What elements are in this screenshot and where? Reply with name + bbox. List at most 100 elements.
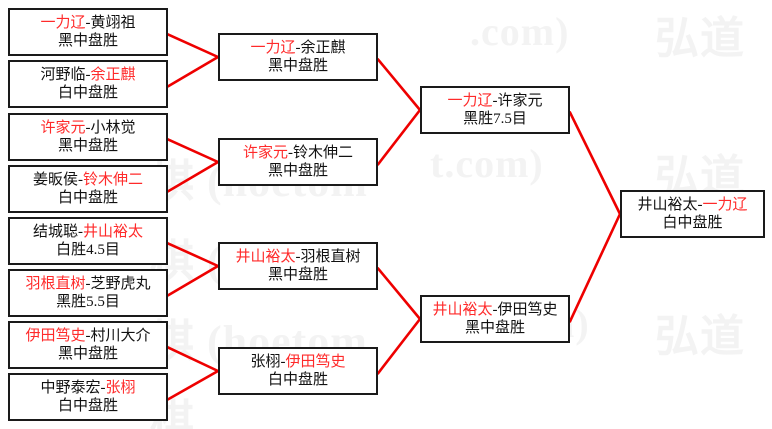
player-loser: 羽根直树 (300, 249, 361, 266)
bracket-connector (166, 160, 220, 193)
match-players: 许家元-铃木伸二 (243, 145, 353, 161)
player-winner: 铃木伸二 (83, 172, 144, 189)
player-loser: 黄翊祖 (90, 15, 136, 32)
player-winner: 伊田笃史 (285, 354, 346, 371)
match-box[interactable]: 河野临-余正麒白中盘胜 (8, 60, 168, 108)
player-winner: 井山裕太 (235, 249, 296, 266)
match-result: 黑中盘胜 (267, 57, 328, 74)
match-box[interactable]: 井山裕太-伊田笃史黑中盘胜 (420, 295, 570, 343)
match-box[interactable]: 井山裕太-一力辽白中盘胜 (620, 190, 765, 238)
vs-separator: - (697, 197, 703, 214)
match-box[interactable]: 张栩-伊田笃史白中盘胜 (218, 347, 378, 395)
vs-separator: - (78, 224, 83, 241)
match-players: 河野临-余正麒 (40, 67, 135, 83)
bracket-connector (166, 369, 220, 401)
watermark-text: 弘道 (655, 312, 745, 361)
vs-separator: - (295, 40, 301, 57)
player-loser: 许家元 (497, 93, 543, 110)
player-winner: 许家元 (40, 120, 86, 137)
player-winner: 余正麒 (90, 67, 136, 84)
match-result: 白中盘胜 (267, 371, 328, 388)
match-box[interactable]: 羽根直树-芝野虎丸黑胜5.5目 (8, 269, 168, 317)
match-box[interactable]: 一力辽-余正麒黑中盘胜 (218, 33, 378, 81)
player-winner: 伊田笃史 (25, 328, 86, 345)
watermark-text: 弘道 (655, 14, 745, 63)
bracket-connector (166, 242, 220, 268)
match-result: 黑胜7.5目 (463, 110, 527, 127)
player-winner: 井山裕太 (432, 302, 493, 319)
vs-separator: - (85, 276, 91, 293)
player-winner: 羽根直树 (25, 276, 86, 293)
player-loser: 张栩 (250, 354, 281, 371)
match-box[interactable]: 许家元-铃木伸二黑中盘胜 (218, 138, 378, 186)
vs-separator: - (295, 249, 301, 266)
player-loser: 中野泰宏 (40, 380, 101, 397)
match-result: 白中盘胜 (662, 214, 723, 231)
bracket-connector (376, 108, 422, 166)
match-players: 一力辽-余正麒 (250, 40, 345, 56)
match-box[interactable]: 中野泰宏-张栩白中盘胜 (8, 373, 168, 421)
vs-separator: - (85, 120, 91, 137)
bracket-connector (568, 212, 622, 323)
match-box[interactable]: 一力辽-黄翊祖黑中盘胜 (8, 8, 168, 56)
match-result: 白中盘胜 (57, 84, 118, 101)
match-box[interactable]: 伊田笃史-村川大介黑中盘胜 (8, 321, 168, 369)
match-players: 许家元-小林觉 (40, 120, 135, 136)
match-players: 中野泰宏-张栩 (40, 380, 135, 396)
vs-separator: - (85, 328, 91, 345)
player-loser: 余正麒 (300, 40, 346, 57)
match-result: 黑中盘胜 (267, 266, 328, 283)
vs-separator: - (78, 172, 83, 189)
match-players: 张栩-伊田笃史 (250, 354, 345, 370)
match-players: 姜昄侯-铃木伸二 (33, 172, 143, 188)
player-winner: 一力辽 (702, 197, 748, 214)
player-loser: 伊田笃史 (497, 302, 558, 319)
match-result: 黑中盘胜 (267, 162, 328, 179)
bracket-connector (166, 346, 220, 373)
player-loser: 井山裕太 (637, 197, 698, 214)
match-result: 白中盘胜 (57, 397, 118, 414)
match-box[interactable]: 一力辽-许家元黑胜7.5目 (420, 86, 570, 134)
match-box[interactable]: 姜昄侯-铃木伸二白中盘胜 (8, 165, 168, 213)
bracket-connector (376, 317, 422, 375)
bracket-connector (166, 138, 220, 164)
bracket-connector (376, 58, 422, 112)
match-result: 黑胜5.5目 (56, 293, 120, 310)
match-box[interactable]: 井山裕太-羽根直树黑中盘胜 (218, 242, 378, 290)
bracket-connector (166, 264, 220, 297)
vs-separator: - (492, 93, 498, 110)
bracket-connector (166, 33, 220, 59)
player-loser: 村川大介 (90, 328, 151, 345)
watermark-text: .com) (470, 9, 570, 54)
player-winner: 张栩 (105, 380, 136, 397)
match-players: 井山裕太-一力辽 (637, 197, 747, 213)
watermark-text: t.com) (430, 141, 544, 186)
match-result: 白中盘胜 (57, 189, 118, 206)
match-result: 黑中盘胜 (464, 319, 525, 336)
match-players: 一力辽-许家元 (447, 93, 542, 109)
player-winner: 井山裕太 (83, 224, 144, 241)
bracket-connector (166, 55, 220, 88)
match-result: 黑中盘胜 (57, 345, 118, 362)
player-winner: 一力辽 (447, 93, 493, 110)
match-box[interactable]: 结城聪-井山裕太白胜4.5目 (8, 217, 168, 265)
player-loser: 河野临 (40, 67, 86, 84)
match-players: 结城聪-井山裕太 (33, 224, 143, 240)
player-loser: 姜昄侯 (32, 172, 78, 189)
vs-separator: - (85, 67, 91, 84)
match-result: 白胜4.5目 (56, 241, 120, 258)
vs-separator: - (492, 302, 498, 319)
player-winner: 许家元 (242, 145, 288, 162)
match-players: 羽根直树-芝野虎丸 (25, 276, 150, 292)
bracket-connector (568, 111, 622, 216)
player-loser: 铃木伸二 (293, 145, 354, 162)
player-loser: 结城聪 (32, 224, 78, 241)
match-box[interactable]: 许家元-小林觉黑中盘胜 (8, 113, 168, 161)
bracket-connector (376, 267, 422, 321)
player-winner: 一力辽 (40, 15, 86, 32)
vs-separator: - (100, 380, 106, 397)
player-loser: 小林觉 (90, 120, 136, 137)
match-result: 黑中盘胜 (57, 137, 118, 154)
match-result: 黑中盘胜 (57, 32, 118, 49)
